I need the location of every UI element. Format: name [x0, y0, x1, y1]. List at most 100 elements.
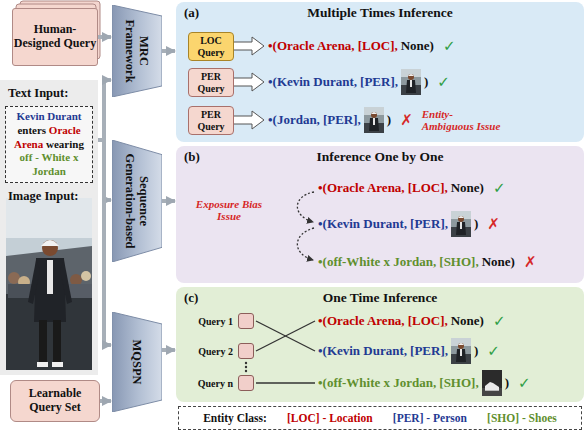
photo	[53, 320, 61, 364]
query-slot: Query 2	[238, 343, 254, 359]
tuple-part: [SHO],	[439, 254, 478, 270]
tuple-row: •(Oracle Arena,[LOC],None)✓	[318, 307, 506, 335]
check-mark: ✓	[443, 37, 456, 55]
photo	[37, 362, 48, 367]
photo	[42, 240, 58, 256]
photo	[47, 260, 53, 294]
tuple-part: )	[387, 112, 391, 128]
tuple-part: )	[505, 375, 509, 391]
entity-word: wearing	[46, 138, 84, 150]
tuple-part: )	[424, 74, 428, 90]
legend-box: Entity Class:[LOC] - Location[PER] - Per…	[178, 406, 582, 430]
legend-heading: Entity Class:	[203, 412, 267, 424]
query-slot: Query 1	[238, 313, 254, 329]
match-lines	[256, 382, 315, 383]
entity-word: Oracle	[49, 124, 81, 136]
tuple-row: •(Oracle Arena,[LOC],None) ✓	[268, 32, 456, 60]
flow-arrow	[98, 140, 111, 345]
input-panel: Text Input: Image Input: Kevin Durant ente…	[0, 80, 98, 375]
input-heading: Text Input:	[8, 86, 68, 101]
flow-arrow	[98, 35, 111, 39]
tuple-part: )	[474, 343, 478, 359]
query-name: Query n	[198, 378, 233, 389]
query-arrows	[232, 111, 264, 129]
flow-arrow	[100, 399, 111, 403]
tuple-part: None)	[451, 313, 484, 329]
check-mark: ✓	[437, 73, 450, 91]
entity-word: enters	[17, 124, 46, 136]
tuple-part: [PER],	[323, 112, 361, 128]
query-tag: PER Query	[188, 106, 234, 135]
legend-entry: [PER] - Person	[393, 412, 467, 424]
thumbnail-image	[482, 370, 502, 396]
tuple-part: [SHO],	[439, 375, 478, 391]
panel-title: Inference One by One	[176, 149, 584, 165]
tuple-part: •(off-White x Jordan,	[318, 254, 436, 270]
box-label: PER Query	[189, 109, 233, 132]
query-tag: PER Query	[188, 68, 234, 97]
entity-thumbnail	[401, 69, 421, 95]
sentence-text: Kevin Durant enters Oracle Arena wearing…	[9, 110, 89, 179]
thumbnail-image	[451, 338, 471, 364]
tuple-part: •(Oracle Arena,	[318, 180, 405, 196]
photo	[28, 260, 40, 304]
query-tag: LOC Query	[188, 32, 234, 61]
tuple-row: •(off-White x Jordan,[SHO],None)✗	[318, 248, 536, 276]
box-label: Human-Designed Query	[13, 23, 97, 51]
panel-title: Multiple Times Inference	[176, 5, 584, 21]
tuple-part: •(Oracle Arena,	[268, 38, 355, 54]
thumbnail-image	[451, 211, 471, 237]
tuple-part: None)	[482, 254, 515, 270]
issue-note: Entity-Ambiguous Issue	[422, 108, 502, 132]
flow-arrow	[98, 80, 111, 140]
query-name: Query 1	[198, 316, 233, 327]
tuple-row: •(Kevin Durant,[PER],)✗	[318, 210, 500, 238]
tuple-row: •(Oracle Arena,[LOC],None)✓	[318, 174, 506, 202]
framework-block: Sequence Generation-based	[112, 140, 162, 262]
entity-word: -	[35, 151, 39, 163]
tuple-row: •(Jordan,[PER],)✗Entity-Ambiguous Issue	[268, 106, 502, 134]
query-arrows	[232, 37, 264, 55]
check-mark: ✓	[518, 374, 531, 392]
entity-thumbnail	[451, 211, 471, 237]
entity-thumbnail	[482, 370, 502, 396]
photo	[68, 284, 92, 298]
entity-thumbnail	[364, 107, 384, 133]
tuple-part: )	[474, 216, 478, 232]
issue-note: Exposure Bias Issue	[188, 198, 270, 222]
photo	[39, 320, 47, 364]
flow-arrow	[162, 49, 175, 53]
photo	[41, 240, 59, 246]
check-mark: ✓	[487, 342, 500, 360]
tuple-part: None)	[401, 38, 434, 54]
text-input-box: Kevin Durant enters Oracle Arena wearing…	[5, 106, 93, 183]
tuple-part: •(Kevin Durant,	[268, 74, 357, 90]
query-arrows	[232, 73, 264, 91]
trapezoid-fill	[112, 312, 162, 412]
match-lines	[245, 362, 247, 364]
check-mark: ✓	[493, 179, 506, 197]
input-heading: Image Input:	[8, 189, 79, 204]
box-label: PER Query	[189, 71, 233, 94]
cross-mark: ✗	[487, 215, 500, 233]
framework-block: MQSPN	[112, 312, 162, 412]
query-card: Human-Designed Query	[12, 8, 98, 66]
tuple-part: •(Kevin Durant,	[318, 343, 407, 359]
bias-arrows	[297, 228, 314, 260]
match-lines	[245, 370, 247, 372]
flow-arrow	[162, 199, 175, 203]
trapezoid-fill	[112, 5, 162, 97]
query-name: Query 2	[198, 346, 233, 357]
tuple-part: [LOC],	[358, 38, 398, 54]
tuple-part: •(Oracle Arena,	[318, 313, 405, 329]
cross-mark: ✗	[400, 111, 413, 129]
photo	[81, 271, 91, 281]
photo	[6, 198, 92, 370]
tuple-part: [PER],	[360, 74, 398, 90]
tuple-part: •(Kevin Durant,	[318, 216, 407, 232]
trapezoid-fill	[112, 140, 162, 262]
photo	[52, 362, 63, 367]
panel-letter: (c)	[184, 290, 198, 306]
photo	[8, 284, 32, 298]
match-lines	[256, 321, 315, 351]
